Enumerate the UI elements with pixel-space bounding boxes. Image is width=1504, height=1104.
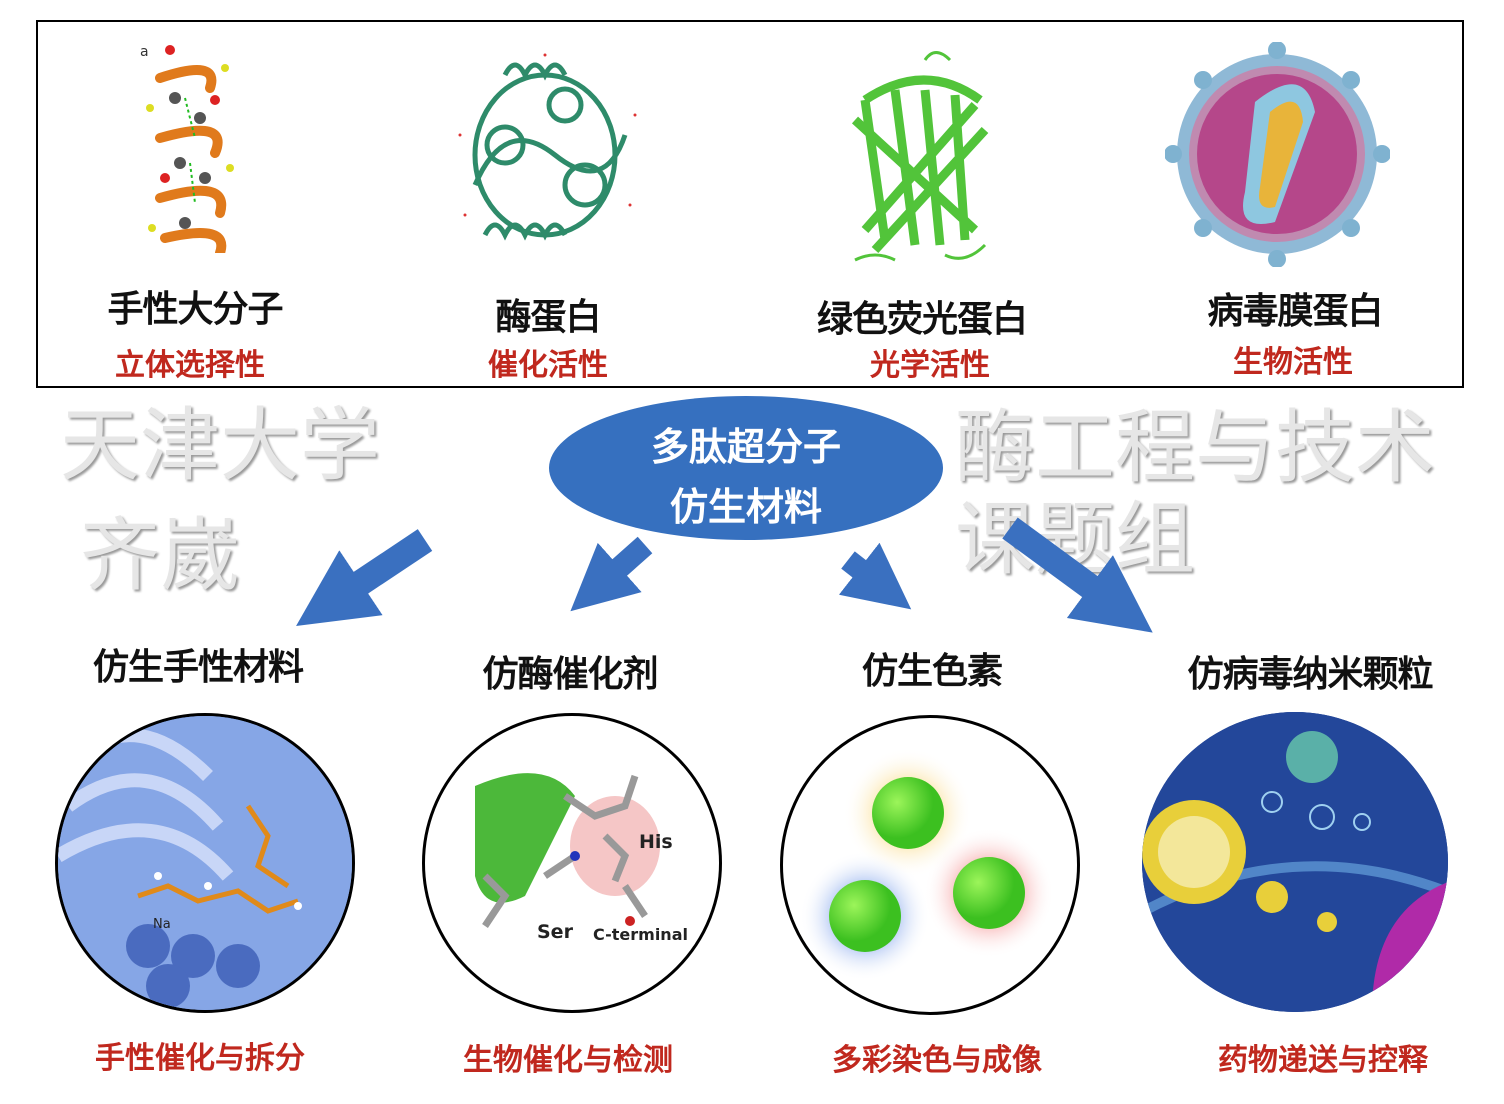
- top-property-optical-activity: 光学活性: [870, 348, 990, 383]
- top-property-catalytic-activity: 催化活性: [488, 348, 608, 383]
- top-property-stereoselectivity: 立体选择性: [115, 348, 265, 383]
- virus-nanoparticle-image: [1142, 712, 1448, 1012]
- label-ser: Ser: [537, 921, 574, 943]
- arrow-to-chiral: [296, 529, 433, 626]
- pigment-image: [780, 715, 1080, 1015]
- arrow-to-pigment: [838, 542, 912, 610]
- label-na: Na: [153, 917, 171, 932]
- arrow-to-enzyme-mimic: [570, 536, 653, 612]
- chiral-material-image: Na: [55, 713, 355, 1013]
- branch-title-enzyme-mimic: 仿酶催化剂: [482, 654, 658, 695]
- watermark-line2: 酶工程与技术课题组: [955, 401, 1435, 586]
- label-c-terminal: C-terminal: [593, 925, 688, 944]
- virus-particle-image: [1165, 42, 1390, 267]
- application-enzyme-mimic: 生物催化与检测: [463, 1043, 673, 1078]
- branch-title-chiral: 仿生手性材料: [92, 647, 304, 688]
- application-chiral: 手性催化与拆分: [95, 1041, 305, 1076]
- label-his: His: [639, 831, 673, 853]
- helix-molecule-image: a: [140, 44, 234, 253]
- top-title-virus-membrane-protein: 病毒膜蛋白: [1207, 291, 1383, 332]
- top-title-chiral-macromolecule: 手性大分子: [107, 289, 283, 330]
- application-virus-np: 药物递送与控释: [1218, 1043, 1428, 1078]
- enzyme-ribbon-image: [458, 53, 637, 241]
- watermark-line3: 齐崴: [80, 509, 240, 602]
- center-title-line1: 多肽超分子: [650, 425, 841, 469]
- top-title-enzyme-protein: 酶蛋白: [495, 297, 601, 338]
- center-ellipse: 多肽超分子 仿生材料: [549, 396, 943, 540]
- top-property-bioactivity: 生物活性: [1233, 345, 1353, 380]
- enzyme-mimic-image: His Ser C-terminal: [422, 713, 722, 1013]
- panel-label: a: [140, 44, 149, 60]
- branch-title-virus-np: 仿病毒纳米颗粒: [1187, 654, 1433, 695]
- application-pigment: 多彩染色与成像: [832, 1043, 1042, 1078]
- watermark-line1: 天津大学: [60, 399, 380, 492]
- center-title-line2: 仿生材料: [669, 485, 822, 529]
- branch-title-pigment: 仿生色素: [861, 651, 1003, 692]
- top-title-gfp: 绿色荧光蛋白: [816, 299, 1028, 340]
- gfp-barrel-image: [851, 51, 989, 262]
- top-panel: [36, 20, 1464, 388]
